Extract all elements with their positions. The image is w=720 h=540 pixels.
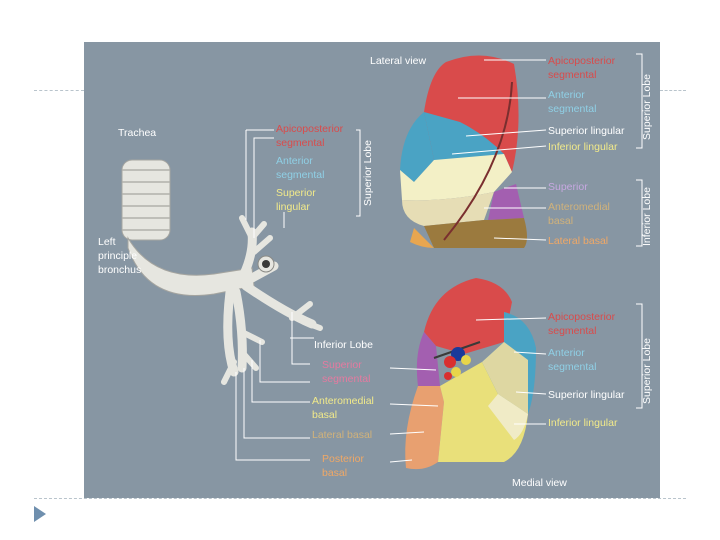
- top-left-dash: [34, 90, 84, 91]
- bottom-dash: [34, 498, 686, 499]
- left-inferior-lobe-label: Inferior Lobe: [314, 339, 373, 351]
- lateral-lateral-basal-label: Lateral basal: [548, 235, 608, 247]
- left-superior-lingular-label: Superior lingular: [276, 187, 319, 213]
- lateral-superior-segment: [488, 184, 524, 220]
- left-bronchus-label: Left principle bronchus: [98, 236, 141, 276]
- trachea-shape: [121, 159, 171, 241]
- left-superior-segmental-label: Superior segmental: [322, 359, 370, 385]
- medial-apicoposterior-label: Apicoposterior segmental: [548, 311, 618, 337]
- top-right-dash: [660, 90, 686, 91]
- medial-apicoposterior-segment: [424, 278, 512, 354]
- lateral-leader-lines: [451, 59, 547, 241]
- medial-posterior-basal-segment: [405, 386, 444, 470]
- medial-anteromedial-basal-segment: [438, 362, 528, 462]
- lateral-lateral-basal-segment: [410, 228, 434, 248]
- lateral-superior-lobe-label: Superior Lobe: [641, 74, 653, 140]
- lateral-superior-lingular-label: Superior lingular: [548, 125, 625, 137]
- lung-diagram-svg: Trachea Left principle bronchus Superior…: [98, 53, 653, 489]
- lateral-superior-bracket: [636, 53, 643, 149]
- lateral-superior-lingular-segment: [400, 154, 512, 201]
- lateral-view-lung: [400, 55, 527, 248]
- lateral-superior-label: Superior: [548, 181, 588, 193]
- left-anterior-label: Anterior segmental: [276, 155, 324, 181]
- lateral-anteromedial-basal-label: Anteromedial basal: [548, 201, 613, 227]
- left-superior-bracket: [356, 129, 361, 217]
- medial-inferior-lingular-segment: [488, 394, 528, 440]
- left-superior-lobe-label: Superior Lobe: [362, 140, 374, 206]
- slide-bullet-arrow-icon: [34, 506, 46, 522]
- lung-diagram-panel: Trachea Left principle bronchus Superior…: [84, 42, 660, 498]
- lateral-view-label: Lateral view: [370, 55, 426, 67]
- medial-inferior-lingular-label: Inferior lingular: [548, 417, 618, 429]
- lateral-anterior-label: Anterior segmental: [548, 89, 596, 115]
- medial-superior-lingular-segment: [482, 342, 528, 414]
- medial-superior-lobe-label: Superior Lobe: [641, 338, 653, 404]
- lateral-inferior-lingular-segment: [402, 192, 494, 226]
- trachea-label: Trachea: [118, 127, 156, 139]
- lateral-inferior-lingular-label: Inferior lingular: [548, 141, 618, 153]
- left-main-bronchus-shape: [127, 236, 255, 296]
- bronchial-tree: [121, 159, 323, 385]
- lateral-inferior-lobe-label: Inferior Lobe: [641, 187, 653, 246]
- tree-leader-lines: [235, 129, 314, 461]
- medial-view-label: Medial view: [512, 477, 567, 489]
- medial-leader-lines: [389, 317, 547, 463]
- left-lateral-basal-label: Lateral basal: [312, 429, 372, 441]
- left-apicoposterior-label: Apicoposterior segmental: [276, 123, 346, 149]
- lateral-anteromedial-basal-segment: [424, 218, 527, 248]
- left-anteromedial-basal-label: Anteromedial basal: [312, 395, 377, 421]
- left-posterior-basal-label: Posterior basal: [322, 453, 367, 479]
- lateral-inferior-bracket: [636, 179, 643, 247]
- lateral-apicoposterior-label: Apicoposterior segmental: [548, 55, 618, 81]
- medial-superior-bracket: [636, 303, 643, 409]
- medial-view-lung: [405, 278, 536, 470]
- medial-superior-lingular-label: Superior lingular: [548, 389, 625, 401]
- medial-anterior-label: Anterior segmental: [548, 347, 596, 373]
